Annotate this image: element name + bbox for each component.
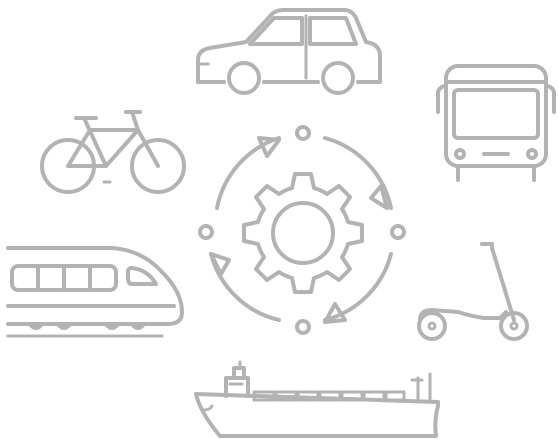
cargo-ship-icon	[190, 360, 452, 439]
train-icon	[2, 240, 188, 340]
gear-cycle-icon	[195, 124, 411, 340]
bicycle-icon	[40, 108, 188, 198]
bus-icon	[436, 62, 558, 186]
car-icon	[194, 6, 386, 98]
kick-scooter-icon	[414, 238, 532, 344]
